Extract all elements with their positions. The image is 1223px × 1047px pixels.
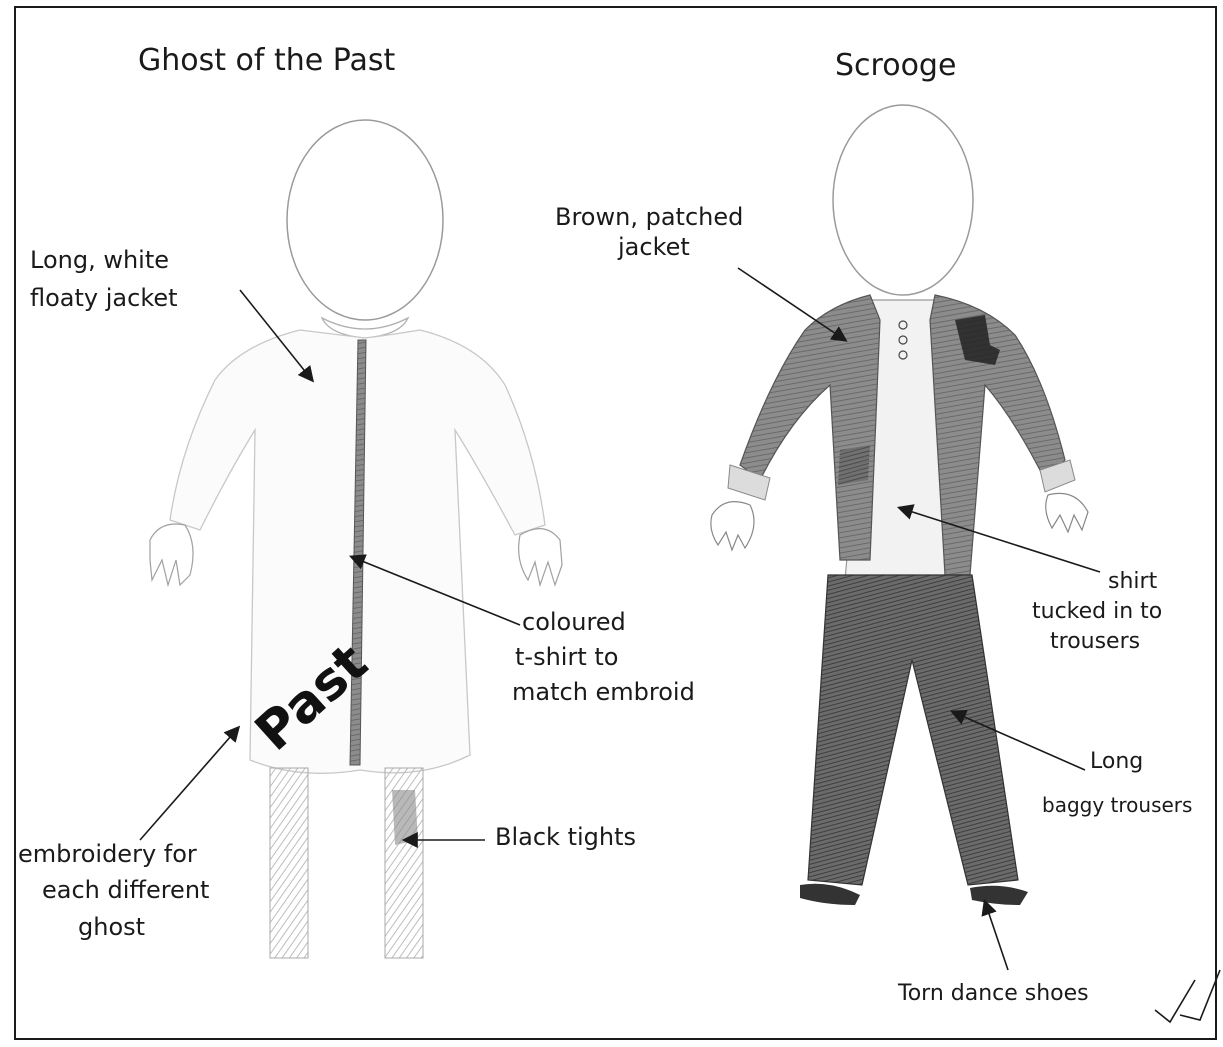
scrooge-jacket-left (740, 295, 880, 560)
arrow-ghost-embroidery (140, 728, 238, 840)
ghost-tights-shade (392, 790, 418, 845)
scrooge-left-shoe (800, 884, 860, 905)
label-ghost-tights: Black tights (495, 823, 636, 851)
scrooge-left-hand (711, 502, 754, 550)
label-ghost-embroidery-3: ghost (78, 913, 145, 941)
label-ghost-tshirt-1: coloured (522, 608, 626, 636)
label-ghost-embroidery-1: embroidery for (18, 840, 197, 868)
label-scrooge-trousers-2: baggy trousers (1042, 793, 1192, 817)
label-ghost-embroidery-2: each different (42, 876, 209, 904)
label-ghost-jacket-2: floaty jacket (30, 284, 178, 312)
label-scrooge-jacket-1: Brown, patched (555, 203, 743, 231)
label-scrooge-shoes: Torn dance shoes (897, 981, 1089, 1006)
ghost-head (287, 120, 443, 320)
arrow-scrooge-shoes (985, 902, 1008, 970)
scrooge-head (833, 105, 973, 295)
title-ghost: Ghost of the Past (138, 43, 396, 78)
scrooge-figure (711, 105, 1088, 905)
label-ghost-tshirt-2: t-shirt to (515, 643, 618, 671)
jacket-patch (838, 445, 870, 485)
ghost-right-hand (519, 529, 562, 585)
label-scrooge-shirt-3: trousers (1050, 629, 1140, 654)
scrooge-trousers (808, 575, 1018, 885)
ghost-left-leg (270, 768, 308, 958)
title-scrooge: Scrooge (835, 48, 956, 83)
label-scrooge-shirt-2: tucked in to (1032, 599, 1162, 624)
label-ghost-jacket-1: Long, white (30, 246, 169, 274)
teacher-tick (1155, 970, 1220, 1022)
label-ghost-tshirt-3: match embroid (512, 678, 695, 706)
label-scrooge-shirt-1: shirt (1108, 569, 1158, 594)
label-scrooge-trousers-1: Long (1090, 749, 1143, 774)
scrooge-right-shoe (970, 886, 1028, 905)
scrooge-jacket-right (930, 295, 1065, 575)
scrooge-right-hand (1046, 493, 1088, 532)
label-scrooge-jacket-2: jacket (617, 233, 690, 261)
arrow-scrooge-jacket (738, 268, 845, 340)
ghost-left-hand (150, 524, 193, 585)
